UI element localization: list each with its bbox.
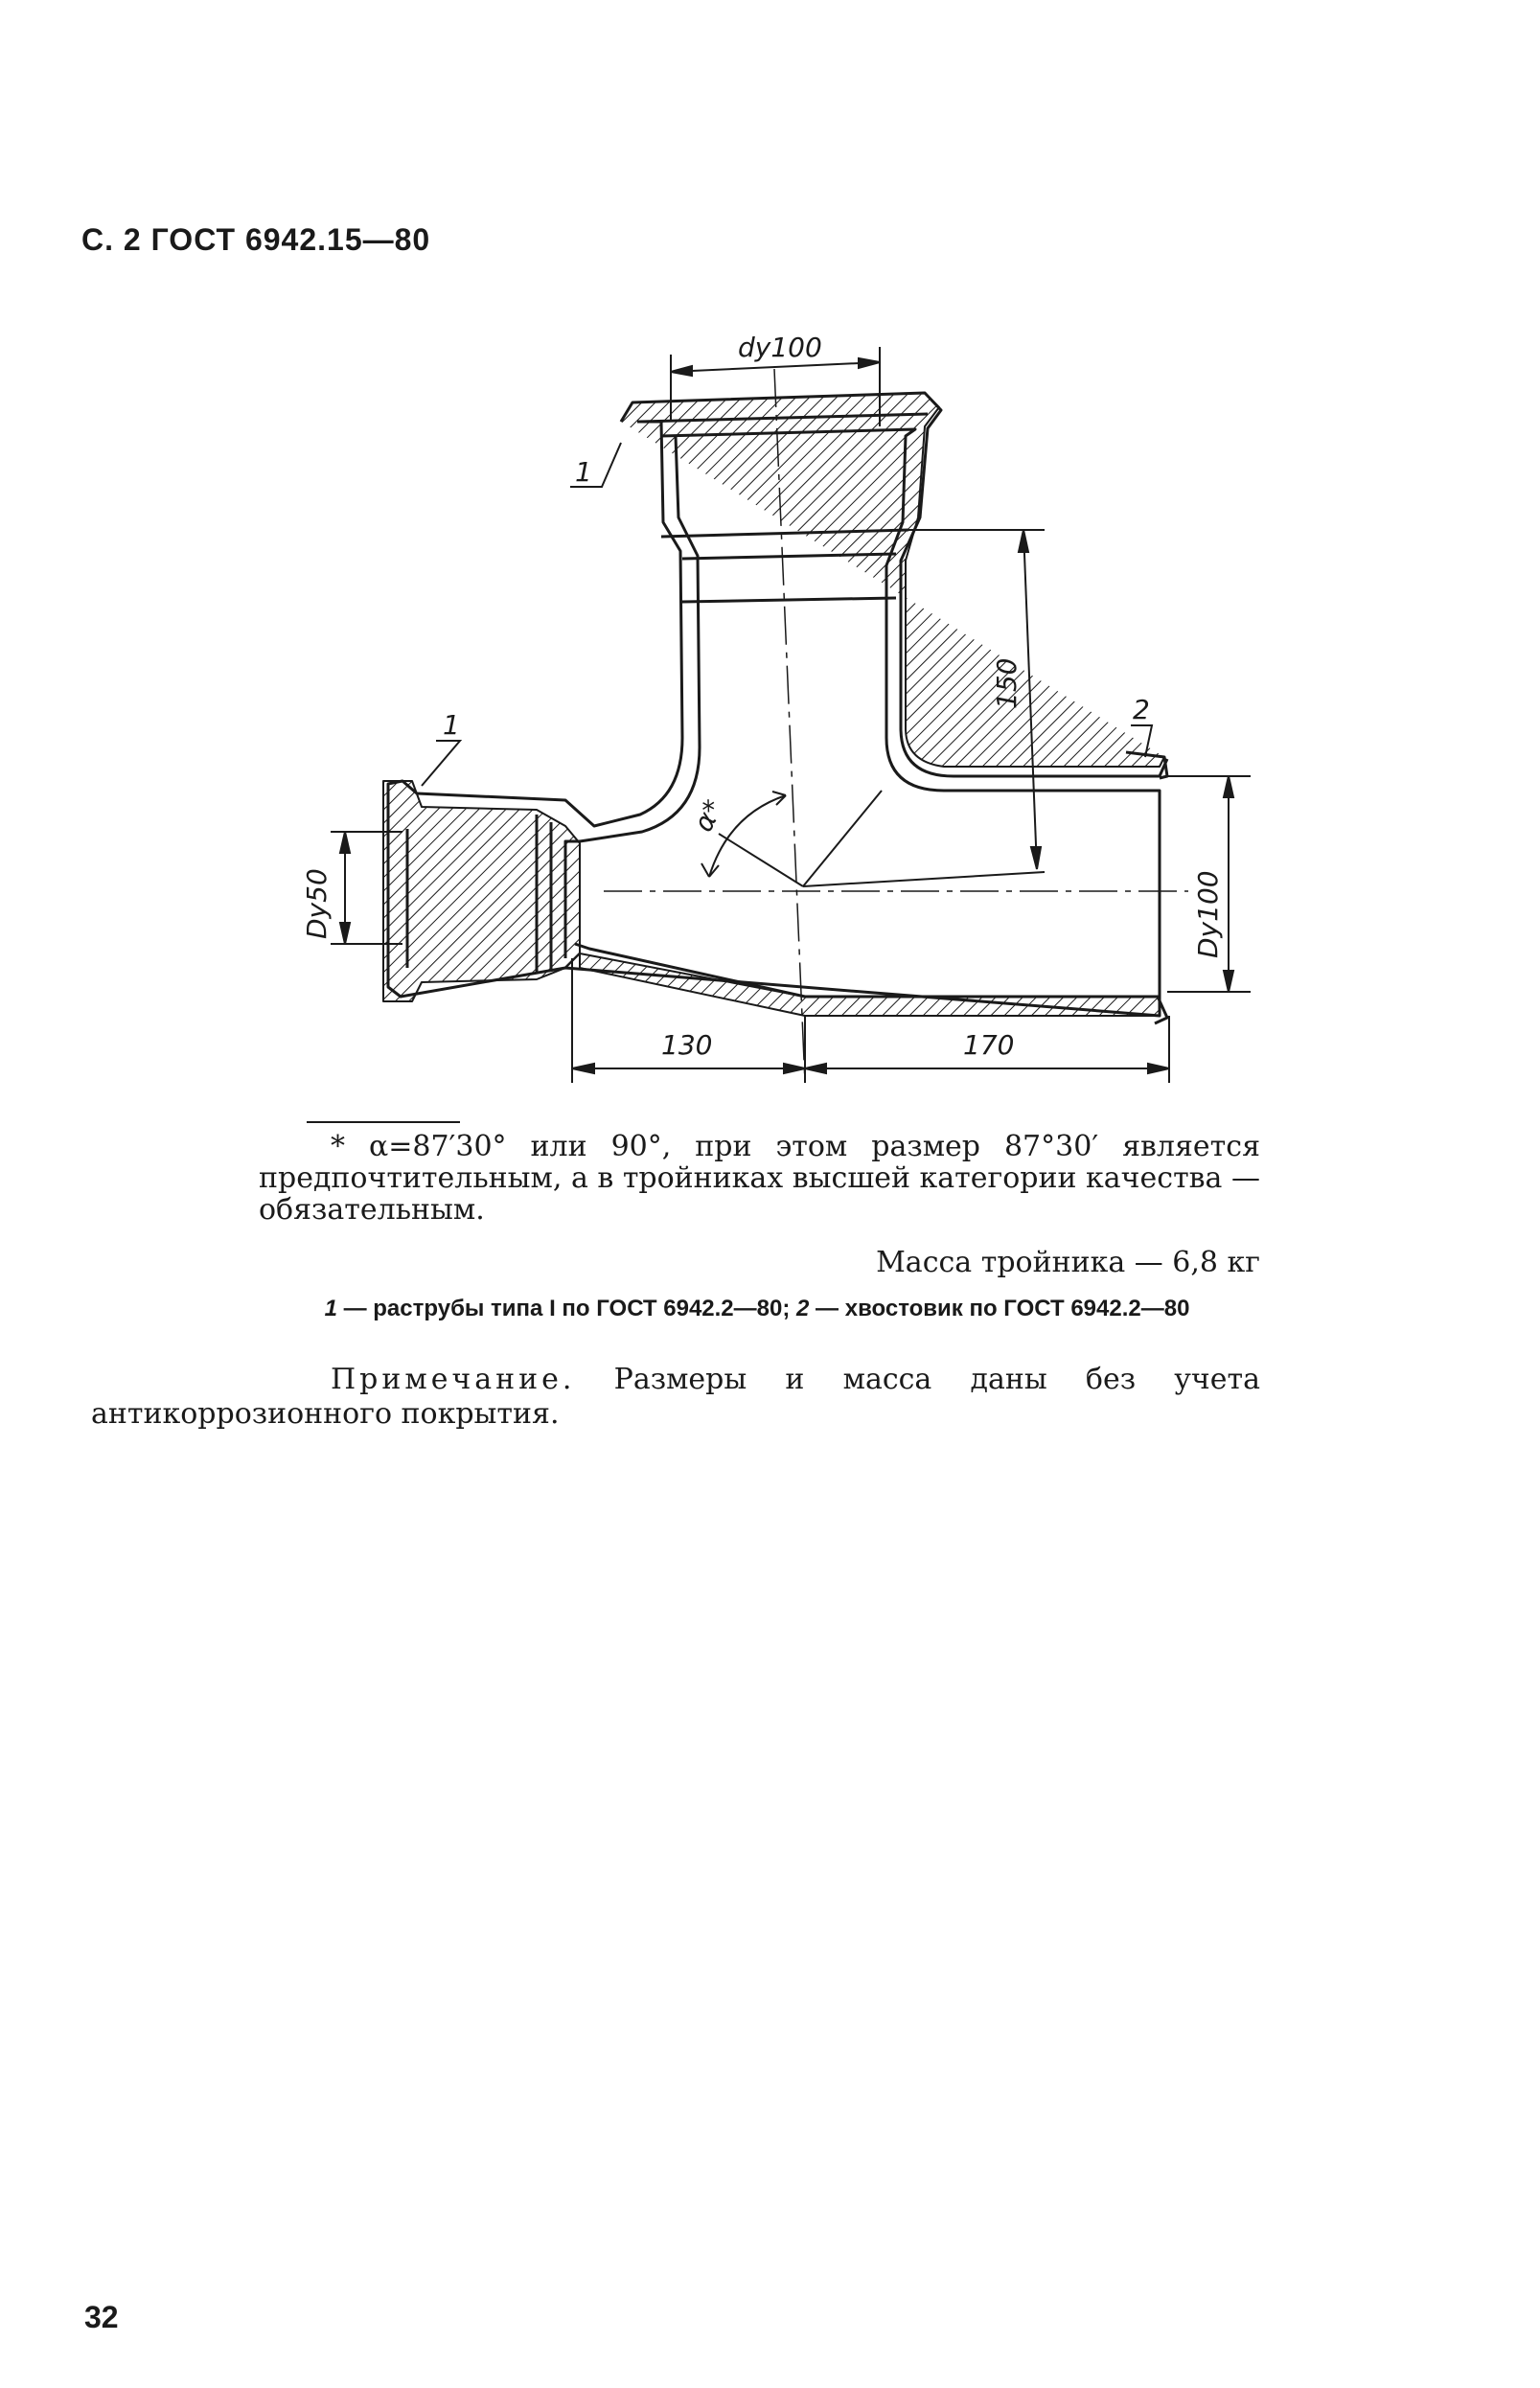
label-right-length: 170 (963, 1029, 1014, 1061)
callout-leaders (421, 442, 1154, 787)
label-left-length: 130 (661, 1029, 712, 1061)
note: Примечание. Размеры и масса даны без уче… (91, 1363, 1260, 1432)
footnote-rule (307, 1121, 460, 1123)
legend-text-2: — хвостовик по ГОСТ 6942.2—80 (816, 1296, 1190, 1321)
tee-pipe-drawing: dy100 150 Dy50 Dy100 130 170 α* 1 1 2 (301, 332, 1251, 1084)
legend-number-1: 1 (324, 1296, 337, 1321)
callout-socket-top: 1 (575, 456, 592, 488)
note-text: Размеры и масса даны без учета антикорро… (91, 1363, 1260, 1431)
label-branch-height: 150 (991, 658, 1023, 709)
angle-construction (701, 790, 1046, 887)
label-right-diameter: Dy100 (1192, 870, 1224, 958)
label-top-diameter: dy100 (738, 332, 822, 363)
mass-statement: Масса тройника — 6,8 кг (876, 1246, 1260, 1279)
dimension-lines (331, 347, 1251, 1083)
page-header: С. 2 ГОСТ 6942.15—80 (81, 222, 431, 257)
legend: 1 — раструбы типа I по ГОСТ 6942.2—80; 2… (273, 1296, 1241, 1322)
pipe-body (382, 391, 1169, 1025)
note-label: Примечание. (331, 1363, 576, 1396)
legend-text-1: — раструбы типа I по ГОСТ 6942.2—80; (343, 1296, 791, 1321)
centerlines (604, 368, 1188, 1084)
callout-socket-left: 1 (443, 709, 460, 741)
callout-spigot: 2 (1133, 694, 1150, 725)
legend-number-2: 2 (796, 1296, 810, 1321)
footnote: * α=87′30° или 90°, при этом размер 87°3… (259, 1130, 1260, 1227)
page-number: 32 (84, 2300, 119, 2334)
label-left-diameter: Dy50 (301, 868, 333, 939)
label-angle: α* (687, 794, 729, 837)
